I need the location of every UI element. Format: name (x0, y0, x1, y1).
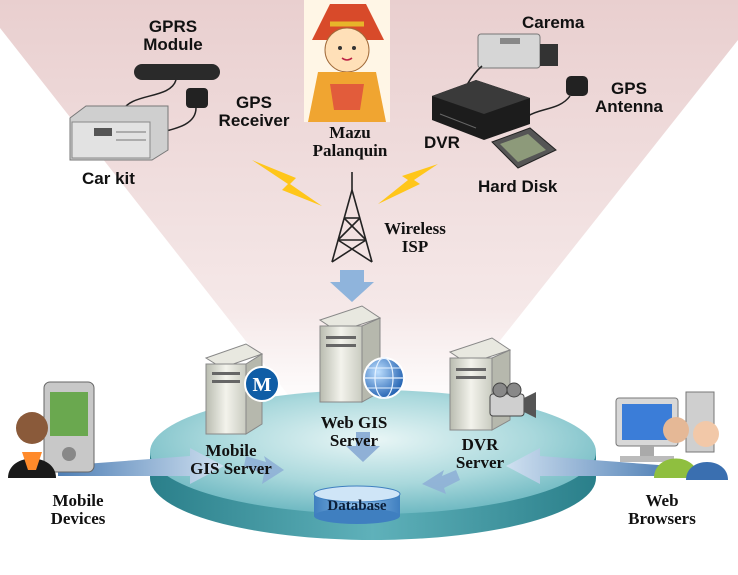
mobile-gis-logo-icon (244, 366, 280, 402)
wireless-tower-icon (331, 172, 373, 263)
arrow-web-browsers (506, 448, 672, 484)
gps-antenna-label: GPS Antenna (595, 79, 663, 117)
video-camera-icon (489, 382, 536, 418)
arrow-mobile-devices (58, 448, 224, 484)
mazu-figure-icon (304, 0, 390, 122)
gprs-module-label: GPRS Module (143, 17, 203, 55)
lightning-left-icon (252, 160, 322, 206)
hard-disk-icon (491, 127, 557, 169)
wireless-isp-label: Wireless ISP (384, 219, 446, 257)
dvr-label: DVR (424, 133, 460, 152)
web-gis-server-icon (318, 305, 405, 403)
mobile-devices-label: Mobile Devices (50, 491, 106, 529)
mobile-gis-server-label: Mobile GIS Server (190, 441, 272, 479)
car-kit-label: Car kit (82, 169, 135, 188)
web-browsers-label: Web Browsers (628, 491, 696, 529)
car-kit-icon (69, 105, 169, 161)
camera-icon (453, 33, 558, 113)
camera-label: Carema (522, 13, 585, 32)
mobile-gis-server-icon: M (204, 343, 280, 435)
funnel-background (0, 0, 738, 410)
web-gis-server-label: Web GIS Server (320, 413, 388, 451)
person-browser-icon (654, 417, 728, 480)
person-mobile-icon (8, 412, 56, 478)
dvr-server-label: DVR Server (455, 435, 505, 473)
arrow-mobile-to-database (244, 456, 284, 484)
database-label: Database (327, 498, 387, 514)
dvr-server-icon (448, 337, 536, 431)
lightning-right-icon (378, 164, 438, 204)
down-arrow (330, 270, 374, 302)
gps-receiver-label: GPS Receiver (218, 93, 290, 131)
hard-disk-label: Hard Disk (478, 177, 558, 196)
mazu-palanquin-label: Mazu Palanquin (312, 123, 388, 161)
arrow-web-to-database (346, 432, 380, 462)
arrow-dvr-to-database (422, 470, 460, 494)
dvr-icon (432, 80, 530, 140)
pda-icon (43, 381, 95, 473)
globe-icon (363, 357, 405, 399)
gps-antenna-icon (527, 76, 588, 117)
svg-text:M: M (253, 374, 272, 396)
database-icon (313, 485, 401, 524)
